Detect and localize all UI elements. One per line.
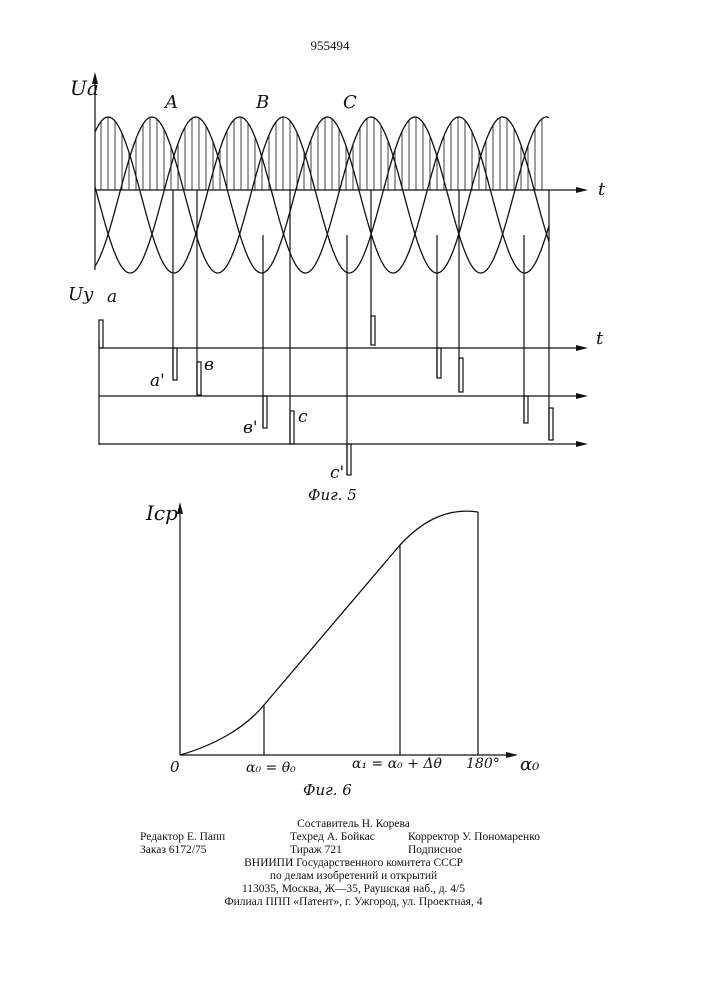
pulse-b <box>197 362 201 395</box>
pulse-label-a-prime: a' <box>150 371 165 391</box>
pulse-label-a: a <box>107 287 117 307</box>
subscription-line: Подписное <box>408 844 462 857</box>
circulation-line: Тираж 721 <box>290 844 342 857</box>
branch-line: Филиал ППП «Патент», г. Ужгород, ул. Про… <box>0 896 707 909</box>
colophon: Составитель Н. Корева Редактор Е. Папп Т… <box>0 818 707 909</box>
figure-5 <box>92 72 588 475</box>
order-line: Заказ 6172/75 <box>140 844 207 857</box>
editor-line: Редактор Е. Папп <box>140 831 225 844</box>
alpha-axis-label: α₀ <box>520 754 539 775</box>
figure-6 <box>177 502 518 758</box>
origin-label: 0 <box>170 758 180 776</box>
uy-axis-label: Uy <box>68 284 94 305</box>
techred-line: Техред А. Бойкас <box>290 831 375 844</box>
pulse-label-b: в <box>204 355 214 375</box>
phase-label-c: C <box>343 92 357 113</box>
pulse-a <box>99 320 103 348</box>
current-curve <box>180 511 478 755</box>
time-label-top: t <box>598 179 606 200</box>
tick-alpha1: α₁ = α₀ + Δθ <box>352 756 443 772</box>
org-line-2: по делам изобретений и открытий <box>0 870 707 883</box>
ua-axis-label: Ua <box>70 76 99 100</box>
pulse-b2-prime <box>524 396 528 423</box>
time-label-mid: t <box>596 328 604 349</box>
tick-theta: α₀ = θ₀ <box>246 760 296 776</box>
patent-number: 955494 <box>311 38 351 53</box>
phase-label-a: A <box>163 92 178 113</box>
address-line: 113035, Москва, Ж—35, Раушская наб., д. … <box>0 883 707 896</box>
corrector-line: Корректор У. Пономаренко <box>408 831 540 844</box>
baseline-3-arrow-icon <box>576 441 588 447</box>
pulse-label-c: c <box>298 407 308 427</box>
tick-180: 180° <box>466 756 500 772</box>
alpha-axis-arrow-icon <box>506 752 518 758</box>
org-line-1: ВНИИПИ Государственного комитета СССР <box>0 857 707 870</box>
pulse-label-c-prime: c' <box>330 463 344 483</box>
time-axis-top-arrow-icon <box>576 187 588 193</box>
icp-axis-label: Iср <box>145 501 178 525</box>
pulse-c2 <box>549 408 553 440</box>
pulse-label-b-prime: в' <box>243 418 258 438</box>
compiler-line: Составитель Н. Корева <box>0 818 707 831</box>
phase-label-b: B <box>255 92 269 113</box>
baseline-1-arrow-icon <box>576 345 588 351</box>
figure-6-caption: Фиг. 6 <box>303 781 352 799</box>
figure-5-caption: Фиг. 5 <box>308 486 357 504</box>
baseline-2-arrow-icon <box>576 393 588 399</box>
pulse-a-prime <box>173 348 177 380</box>
